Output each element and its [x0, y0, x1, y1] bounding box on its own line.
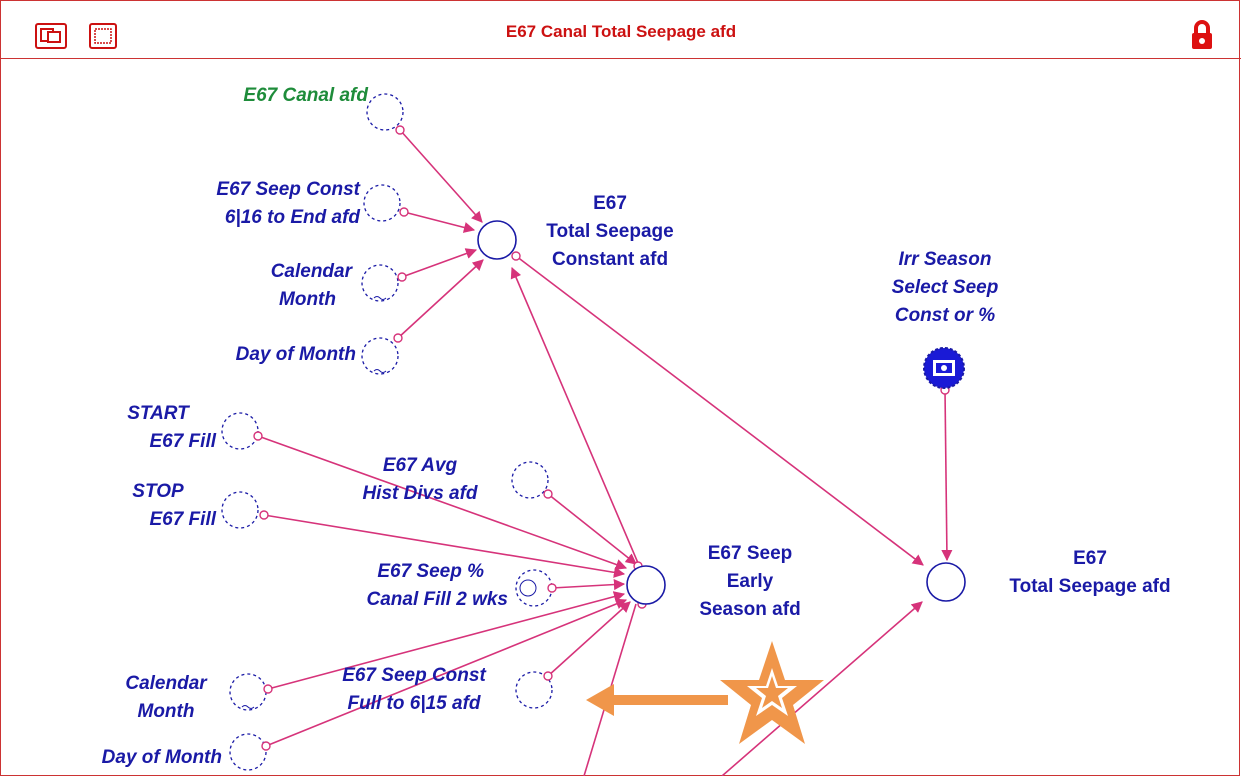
- windows-icon[interactable]: [35, 23, 67, 49]
- link-group: [257, 129, 953, 776]
- link-stop-to-early: [263, 514, 626, 578]
- node-stop-fill[interactable]: [221, 491, 259, 529]
- link-canal-to-total-const: [399, 129, 483, 223]
- link-calmonth-to-early: [267, 591, 626, 690]
- label-canal-afd: E67 Canal afd: [243, 85, 368, 106]
- link-select-to-total: [941, 389, 953, 562]
- node-seep-const-full[interactable]: [515, 671, 553, 709]
- link-avg-to-early: [547, 493, 637, 565]
- link-early-to-total-const: [510, 266, 639, 564]
- link-calmonth-to-total-const: [401, 248, 478, 278]
- node-start-fill[interactable]: [221, 412, 259, 450]
- frame-icon[interactable]: [89, 23, 117, 49]
- connector-dots: [253, 125, 950, 751]
- link-total-const-to-total: [515, 255, 924, 566]
- window-title: E67 Canal Total Seepage afd: [505, 22, 737, 41]
- link-const-full-to-early: [547, 601, 631, 677]
- node-cal-month-top[interactable]: [361, 264, 399, 302]
- title-bar: E67 Canal Total Seepage afd: [1, 1, 1241, 59]
- link-daymonth-to-total-const: [397, 259, 484, 339]
- node-seep-const-end[interactable]: [363, 184, 401, 222]
- node-day-month-bottom[interactable]: [229, 733, 267, 771]
- link-start-to-early: [257, 435, 628, 570]
- label-day-month-top: Day of Month: [235, 344, 356, 365]
- node-canal-afd[interactable]: [366, 93, 404, 131]
- node-day-month-top[interactable]: [361, 337, 399, 375]
- node-irr-select[interactable]: [923, 347, 965, 389]
- link-pct-to-early: [551, 578, 626, 591]
- node-total-const[interactable]: [477, 220, 517, 260]
- star-icon: [720, 641, 824, 744]
- node-early-season[interactable]: [626, 565, 666, 605]
- node-total-seepage[interactable]: [926, 562, 966, 602]
- label-day-month-bottom: Day of Month: [101, 747, 222, 768]
- annotation-arrow: [586, 684, 728, 716]
- label-seep-pct: E67 Seep %Canal Fill 2 wks: [366, 561, 509, 610]
- node-seep-pct[interactable]: [515, 569, 553, 607]
- node-avg-hist[interactable]: [511, 461, 549, 499]
- link-up-to-total: [721, 601, 923, 776]
- link-seep-end-to-total-const: [403, 211, 476, 233]
- link-daymonth-to-early: [265, 598, 628, 747]
- lock-icon[interactable]: [1187, 19, 1217, 51]
- calc-node-group: [477, 220, 966, 605]
- tilde-marks: [241, 296, 537, 709]
